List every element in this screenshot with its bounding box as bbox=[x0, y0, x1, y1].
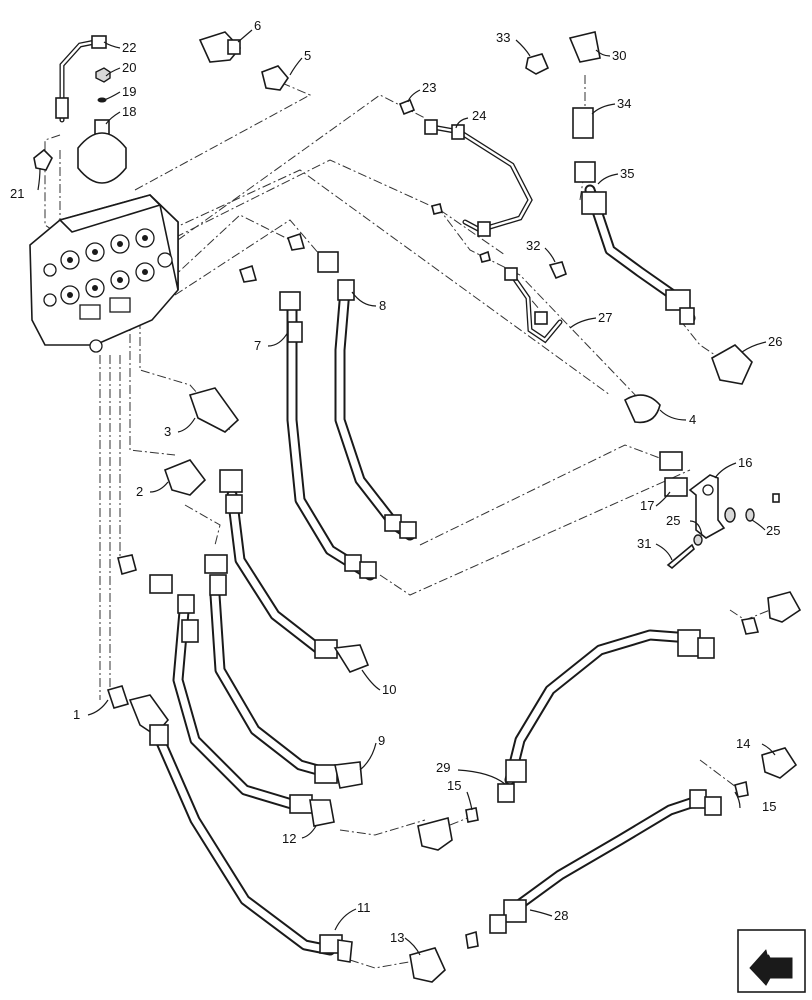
fitting-part-5 bbox=[261, 65, 289, 91]
fitting-part-17 bbox=[664, 477, 688, 497]
callout-3: 3 bbox=[164, 424, 171, 439]
washer-part-20 bbox=[95, 67, 111, 83]
nut-part-33 bbox=[525, 53, 550, 75]
callout-14: 14 bbox=[736, 736, 750, 751]
hose-part-29 bbox=[417, 591, 802, 851]
fitting-part-14 bbox=[761, 747, 798, 779]
tube-part-27 bbox=[479, 250, 567, 344]
callout-6: 6 bbox=[254, 18, 261, 33]
callout-8: 8 bbox=[379, 298, 386, 313]
callout-12: 12 bbox=[282, 831, 296, 846]
callout-35: 35 bbox=[620, 166, 634, 181]
callout-10: 10 bbox=[382, 682, 396, 697]
callout-13: 13 bbox=[390, 930, 404, 945]
callout-11: 11 bbox=[357, 900, 371, 915]
elbow-part-21 bbox=[33, 148, 53, 171]
oring-part-19 bbox=[97, 97, 107, 103]
callout-labels: 1 2 3 4 5 6 7 8 9 10 11 12 13 14 15 15 1… bbox=[10, 18, 782, 945]
elbow-part-30 bbox=[568, 31, 601, 63]
bracket-part-16 bbox=[688, 474, 726, 539]
elbow-part-3 bbox=[188, 387, 240, 433]
callout-17: 17 bbox=[640, 498, 654, 513]
prev-page-arrow-icon[interactable] bbox=[737, 929, 806, 993]
callout-15a: 15 bbox=[447, 778, 461, 793]
elbow-part-2 bbox=[163, 459, 207, 496]
callout-leaders bbox=[37, 29, 776, 956]
elbow-part-4 bbox=[623, 394, 661, 424]
callout-25b: 25 bbox=[766, 523, 780, 538]
callout-33: 33 bbox=[496, 30, 510, 45]
callout-19: 19 bbox=[122, 84, 136, 99]
callout-21: 21 bbox=[10, 186, 24, 201]
callout-9: 9 bbox=[378, 733, 385, 748]
elbows-2-3 bbox=[163, 387, 240, 496]
callout-27: 27 bbox=[598, 310, 612, 325]
callout-28: 28 bbox=[554, 908, 568, 923]
hose-part-11 bbox=[106, 685, 353, 963]
accumulator-assembly bbox=[33, 35, 127, 184]
hose-part-8 bbox=[286, 232, 417, 541]
callout-26: 26 bbox=[768, 334, 782, 349]
callout-15b: 15 bbox=[762, 799, 776, 814]
fitting-part-32 bbox=[548, 261, 567, 280]
callout-16: 16 bbox=[738, 455, 752, 470]
callout-7: 7 bbox=[254, 338, 261, 353]
callout-29: 29 bbox=[436, 760, 450, 775]
callout-32: 32 bbox=[526, 238, 540, 253]
washer-part-25 bbox=[745, 508, 755, 522]
fittings-5-6 bbox=[198, 31, 289, 91]
hose-part-12 bbox=[117, 554, 335, 827]
callout-2: 2 bbox=[136, 484, 143, 499]
callout-4: 4 bbox=[689, 412, 696, 427]
callout-1: 1 bbox=[73, 707, 80, 722]
hose-part-7 bbox=[238, 264, 377, 581]
callout-20: 20 bbox=[122, 60, 136, 75]
accumulator-part-18 bbox=[77, 132, 127, 184]
callout-24: 24 bbox=[472, 108, 486, 123]
callout-18: 18 bbox=[122, 104, 136, 119]
fitting-part-34 bbox=[572, 107, 594, 139]
callout-25a: 25 bbox=[666, 513, 680, 528]
control-valve-block bbox=[29, 194, 179, 353]
tube-part-24 bbox=[398, 98, 533, 237]
fitting-part-23 bbox=[398, 98, 416, 116]
hose-end-35 bbox=[574, 161, 596, 183]
bracket-assembly bbox=[659, 451, 780, 570]
hose-part-10 bbox=[219, 469, 370, 673]
hose-part-9 bbox=[204, 554, 363, 789]
callout-5: 5 bbox=[304, 48, 311, 63]
callout-31: 31 bbox=[637, 536, 651, 551]
hose-part-28 bbox=[409, 747, 798, 983]
bolt-part-31 bbox=[666, 543, 695, 570]
callout-23: 23 bbox=[422, 80, 436, 95]
elbow-part-13 bbox=[409, 947, 446, 983]
hose-part-35 bbox=[525, 31, 753, 424]
callout-22: 22 bbox=[122, 40, 136, 55]
nut-part-22 bbox=[91, 35, 107, 49]
tee-part-26 bbox=[711, 344, 753, 385]
callout-34: 34 bbox=[617, 96, 631, 111]
callout-30: 30 bbox=[612, 48, 626, 63]
fitting-part-1 bbox=[106, 685, 130, 709]
